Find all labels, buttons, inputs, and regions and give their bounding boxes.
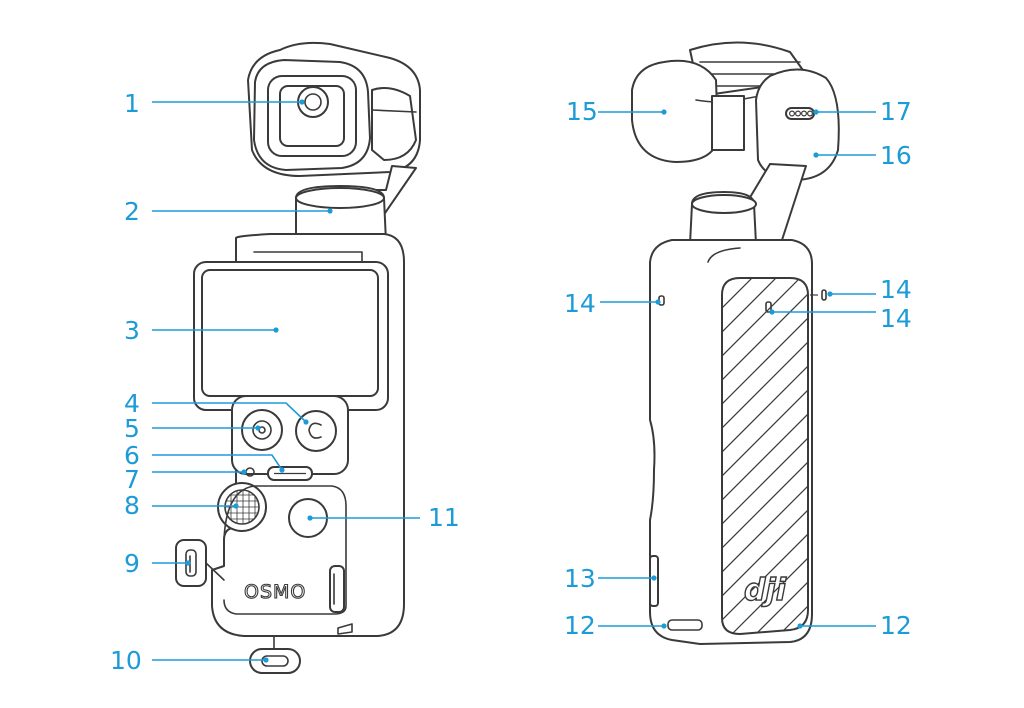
customize-button[interactable] (296, 411, 336, 451)
gimbal-camera-head (248, 43, 420, 176)
back-view-device: dji (610, 42, 839, 644)
svg-text:14: 14 (880, 304, 912, 333)
svg-text:15: 15 (566, 97, 598, 126)
svg-text:5: 5 (124, 414, 140, 443)
bottom-port-detail (250, 636, 300, 673)
svg-text:14: 14 (880, 275, 912, 304)
front-view-device: OSMO (176, 43, 420, 673)
motor-right (756, 69, 839, 180)
svg-text:17: 17 (880, 97, 912, 126)
touchscreen[interactable] (202, 270, 378, 396)
svg-text:16: 16 (880, 141, 912, 170)
svg-text:1: 1 (124, 89, 140, 118)
svg-text:10: 10 (110, 646, 142, 675)
svg-text:13: 13 (564, 564, 596, 593)
side-slot (650, 556, 658, 606)
svg-text:9: 9 (124, 549, 140, 578)
svg-text:3: 3 (124, 316, 140, 345)
svg-text:11: 11 (428, 503, 460, 532)
svg-text:12: 12 (880, 611, 912, 640)
mic-right (822, 290, 826, 300)
svg-text:7: 7 (124, 465, 140, 494)
callout-13: 13 (564, 564, 657, 593)
callout-14b: 14 (827, 275, 911, 304)
callout-10: 10 (110, 646, 269, 675)
callout-12b: 12 (797, 611, 911, 640)
svg-text:2: 2 (124, 197, 140, 226)
front-body: OSMO (194, 234, 404, 636)
svg-text:14: 14 (564, 289, 596, 318)
svg-text:8: 8 (124, 491, 140, 520)
callout-14a: 14 (564, 289, 661, 318)
svg-text:12: 12 (564, 611, 596, 640)
osmo-logo: OSMO (244, 581, 306, 603)
record-button[interactable] (242, 410, 282, 450)
dji-logo: dji (744, 573, 787, 608)
